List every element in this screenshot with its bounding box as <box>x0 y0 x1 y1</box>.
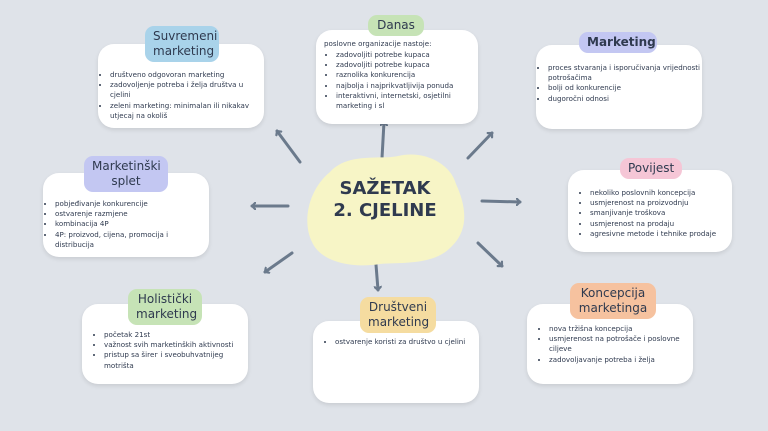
center-title: SAŽETAK 2. CJELINE <box>333 178 437 221</box>
tag-marketinski-splet: Marketinški splet <box>84 156 168 192</box>
danas-intro: poslovne organizacije nastoje: <box>324 39 432 48</box>
list-item: ostvarenje koristi za društvo u cjelini <box>335 337 479 347</box>
arrow-to-povijest <box>480 201 520 202</box>
list-item: ostvarenje razmjene <box>55 209 209 219</box>
list-item: usmjerenost na proizvodnju <box>590 198 732 208</box>
card-danas: poslovne organizacije nastoje: zadovolji… <box>316 30 478 124</box>
list-item: raznolika konkurencija <box>336 70 478 80</box>
list-item: usmjerenost na prodaju <box>590 219 732 229</box>
list-item: interaktivni, internetski, osjetilni mar… <box>336 91 478 111</box>
card-povijest: nekoliko poslovnih koncepcija usmjerenos… <box>568 170 732 252</box>
arrow-to-koncepcija <box>476 241 504 268</box>
list-item: važnost svih marketinških aktivnosti <box>104 340 248 350</box>
list-item: nova tržišna koncepcija <box>549 324 693 334</box>
list-item: agresivne metode i tehnike prodaje <box>590 229 732 239</box>
card-suvremeni-marketing: društveno odgovoran marketing zadovoljen… <box>98 44 264 128</box>
arrow-to-danas <box>382 122 384 160</box>
list-item: zadovoljiti potrebe kupaca <box>336 60 478 70</box>
card-drustveni-marketing: ostvarenje koristi za društvo u cjelini <box>313 321 479 403</box>
list-item: 4P: proizvod, cijena, promocija i distri… <box>55 230 209 250</box>
arrow-to-suvremeni <box>277 129 302 164</box>
tag-holisticki-marketing: Holistički marketing <box>128 289 202 325</box>
list-item: zadovoljavanje potreba i želja <box>549 355 693 365</box>
tag-danas: Danas <box>368 15 424 36</box>
list-item: najbolja i najprikvatljivija ponuda <box>336 81 478 91</box>
list-item: bolji od konkurencije <box>548 83 702 93</box>
list-item: pristup sa širег i sveobuhvatnijeg motri… <box>104 350 248 370</box>
list-item: pobjeđivanje konkurencije <box>55 199 209 209</box>
list-item: zeleni marketing: minimalan ili nikakav … <box>110 101 264 121</box>
list-item: dugoročni odnosi <box>548 94 702 104</box>
list-item: kombinacija 4P <box>55 219 209 229</box>
list-item: zadovoljenje potreba i želja društva u c… <box>110 80 264 100</box>
list-item: smanjivanje troškova <box>590 208 732 218</box>
list-item: usmjerenost na potrošače i poslovne cilj… <box>549 334 693 354</box>
center-blob <box>307 154 465 266</box>
tag-povijest: Povijest <box>620 158 682 179</box>
tag-marketing: Marketing <box>579 32 657 53</box>
arrow-to-holisticki <box>263 251 294 272</box>
tag-koncepcija-marketinga: Koncepcija marketinga <box>570 283 656 319</box>
list-item: proces stvaranja i isporučivanja vrijedn… <box>548 63 702 83</box>
list-item: zadovoljiti potrebe kupaca <box>336 50 478 60</box>
card-marketing: proces stvaranja i isporučivanja vrijedn… <box>536 45 702 129</box>
list-item: početak 21st <box>104 330 248 340</box>
tag-suvremeni-marketing: Suvremeni marketing <box>145 26 219 62</box>
arrow-to-marketing <box>466 131 494 160</box>
list-item: društveno odgovoran marketing <box>110 70 264 80</box>
tag-drustveni-marketing: Društveni marketing <box>360 297 436 333</box>
list-item: nekoliko poslovnih koncepcija <box>590 188 732 198</box>
